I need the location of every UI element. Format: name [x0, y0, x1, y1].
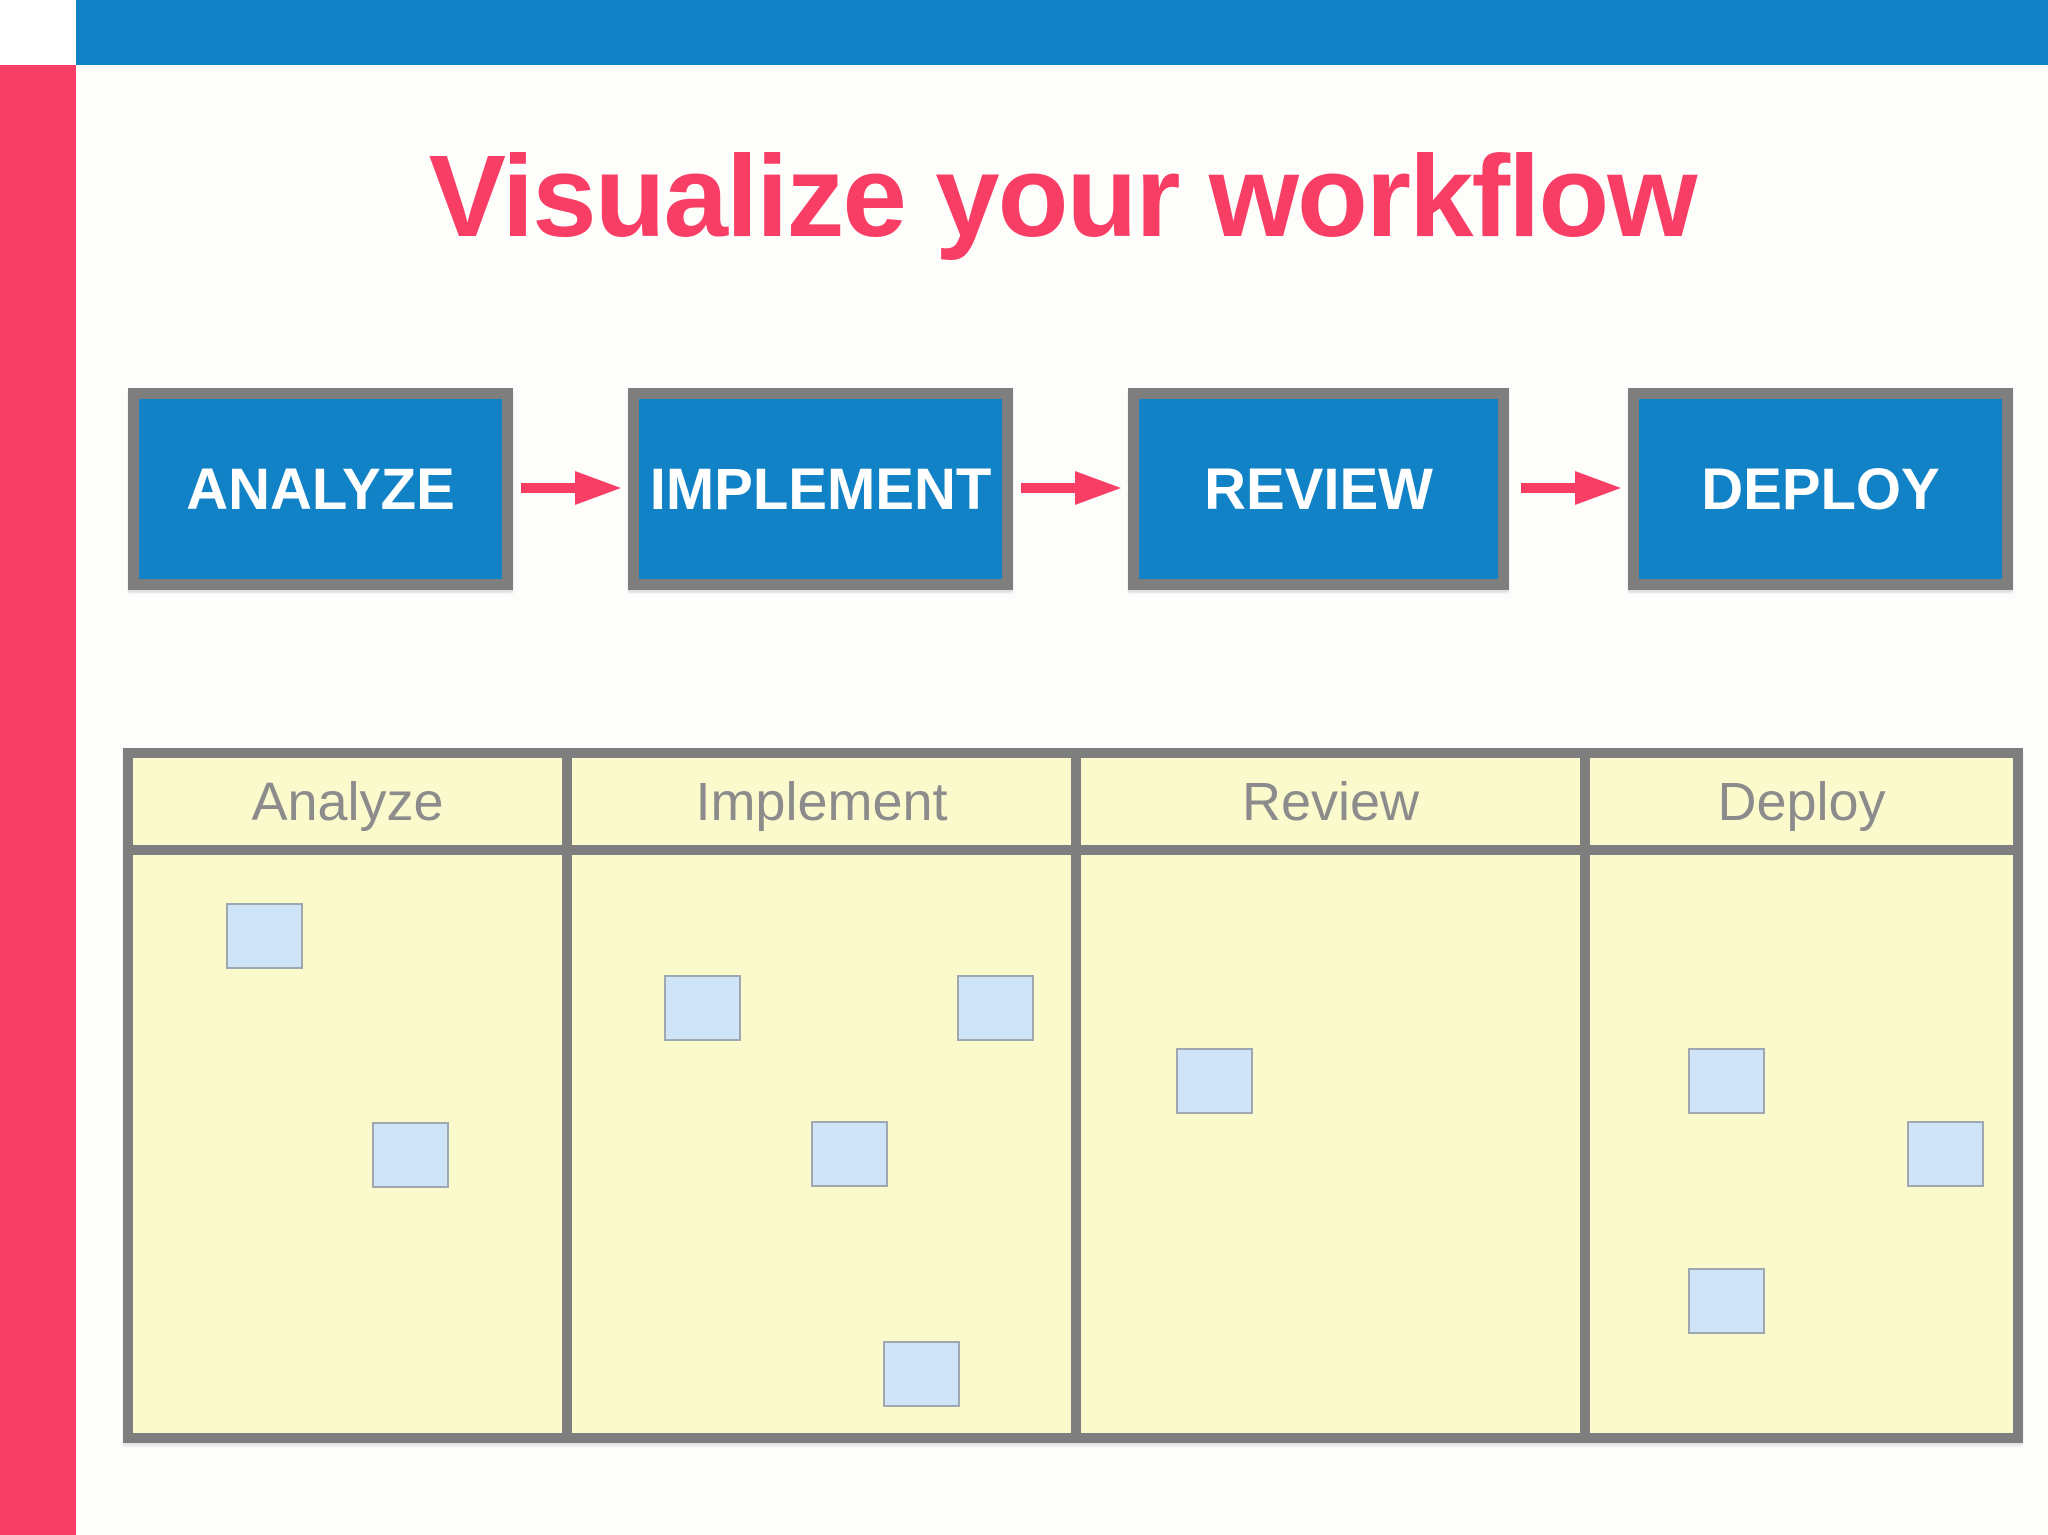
arrow-head	[1075, 471, 1121, 505]
flow-step-implement: IMPLEMENT	[628, 388, 1013, 590]
flow-arrow-icon	[521, 471, 621, 505]
flow-step-label: IMPLEMENT	[649, 456, 992, 522]
arrow-shaft	[1521, 483, 1577, 493]
flow-arrow-icon	[1521, 471, 1621, 505]
corner-square	[0, 0, 76, 65]
column-header: Analyze	[133, 758, 562, 855]
column-header: Implement	[572, 758, 1071, 855]
top-accent-bar	[76, 0, 2048, 65]
page-title: Visualize your workflow	[428, 131, 1698, 261]
flow-step-review: REVIEW	[1128, 388, 1509, 590]
flow-step-label: ANALYZE	[186, 456, 455, 522]
board-column-review: Review	[1071, 758, 1580, 1433]
arrow-head	[1575, 471, 1621, 505]
column-header: Review	[1081, 758, 1580, 855]
board-column-deploy: Deploy	[1580, 758, 2013, 1433]
arrow-shaft	[1021, 483, 1077, 493]
arrow-shaft	[521, 483, 577, 493]
flow-step-deploy: DEPLOY	[1628, 388, 2013, 590]
kanban-board: Analyze Implement Review Deploy	[123, 748, 2023, 1443]
flow-step-label: REVIEW	[1204, 456, 1433, 522]
flow-step-label: DEPLOY	[1701, 456, 1940, 522]
flow-arrow-icon	[1021, 471, 1121, 505]
board-column-analyze: Analyze	[133, 758, 562, 1433]
arrow-head	[575, 471, 621, 505]
flow-step-analyze: ANALYZE	[128, 388, 513, 590]
left-accent-bar	[0, 65, 76, 1535]
column-header: Deploy	[1590, 758, 2013, 855]
board-column-implement: Implement	[562, 758, 1071, 1433]
